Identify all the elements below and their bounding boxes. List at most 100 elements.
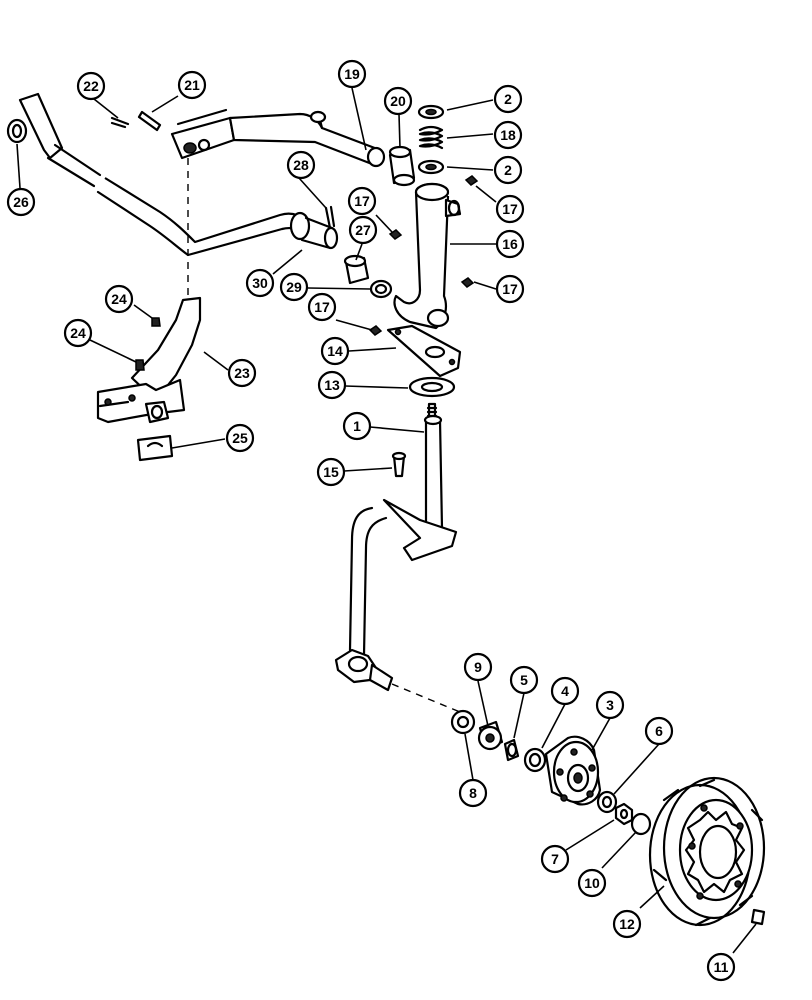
callout-13: 13: [317, 370, 347, 400]
callout-label: 20: [390, 93, 406, 109]
pin-21: [137, 110, 162, 132]
bearing-9: [477, 720, 504, 751]
callout-6: 6: [644, 716, 674, 746]
callout-30: 30: [245, 268, 275, 298]
cone-5: [503, 738, 520, 762]
arm-assembly-26: [18, 92, 339, 257]
callout-26: 26: [6, 187, 36, 217]
bolt-11: [750, 908, 766, 926]
callout-label: 17: [502, 281, 518, 297]
callout-27: 27: [348, 215, 378, 245]
callout-label: 24: [111, 291, 127, 307]
callout-label: 17: [314, 299, 330, 315]
washer-26: [6, 118, 28, 144]
callout-label: 17: [502, 201, 518, 217]
spindle-1: [423, 402, 444, 530]
callout-29: 29: [279, 272, 309, 302]
callout-5: 5: [509, 665, 539, 695]
callout-17d: 17: [307, 292, 337, 322]
callout-label: 25: [232, 430, 248, 446]
nut-7: [614, 802, 634, 826]
callout-label: 5: [520, 672, 528, 688]
grease-fitting-17d: [368, 325, 383, 336]
plate-14: [386, 324, 462, 378]
callout-16: 16: [495, 229, 525, 259]
callout-28: 28: [286, 150, 316, 180]
callout-label: 10: [584, 875, 600, 891]
callout-17b: 17: [495, 194, 525, 224]
callout-22: 22: [76, 71, 106, 101]
seal-29: [369, 279, 393, 299]
callout-label: 24: [70, 325, 86, 341]
callout-label: 2: [504, 91, 512, 107]
callout-19: 19: [337, 59, 367, 89]
callout-label: 27: [355, 222, 371, 238]
grease-fitting-17b: [464, 175, 479, 186]
callout-20: 20: [383, 86, 413, 116]
callout-10: 10: [577, 868, 607, 898]
cotter-pin-22: [110, 116, 130, 129]
leader-lines: [16, 87, 757, 954]
callout-4: 4: [550, 676, 580, 706]
bearing-4: [523, 747, 547, 773]
seal-8: [450, 709, 476, 735]
washer-2-lower: [417, 159, 445, 175]
callout-label: 2: [504, 162, 512, 178]
washer-2-upper: [417, 104, 445, 120]
callout-21: 21: [177, 70, 207, 100]
callout-label: 30: [252, 275, 268, 291]
callout-14: 14: [320, 336, 350, 366]
callout-label: 13: [324, 377, 340, 393]
callout-label: 17: [354, 193, 370, 209]
housing-16: [393, 182, 462, 330]
callout-label: 8: [469, 785, 477, 801]
callout-label: 29: [286, 279, 302, 295]
callout-label: 14: [327, 343, 343, 359]
hub-3: [544, 735, 602, 806]
callout-23: 23: [227, 358, 257, 388]
callout-label: 6: [655, 723, 663, 739]
callout-label: 22: [83, 78, 99, 94]
callout-17c: 17: [495, 274, 525, 304]
callout-24a: 24: [104, 284, 134, 314]
callout-label: 16: [502, 236, 518, 252]
callout-label: 28: [293, 157, 309, 173]
thrust-washer-13: [408, 376, 456, 398]
cap-10: [630, 812, 652, 836]
grease-fitting-17c: [460, 277, 475, 288]
callout-18: 18: [493, 120, 523, 150]
callout-label: 12: [619, 916, 635, 932]
clamp-25: [136, 434, 174, 462]
pin-28: [324, 205, 336, 230]
callout-8: 8: [458, 778, 488, 808]
callout-12: 12: [612, 909, 642, 939]
callout-2-lower: 2: [493, 155, 523, 185]
bushing-20: [388, 145, 416, 187]
callout-label: 21: [184, 77, 200, 93]
callout-label: 1: [353, 418, 361, 434]
callout-7: 7: [540, 844, 570, 874]
callout-label: 15: [323, 464, 339, 480]
callout-label: 19: [344, 66, 360, 82]
bolt-15: [391, 451, 407, 478]
spring-18: [418, 125, 444, 150]
callout-label: 23: [234, 365, 250, 381]
callout-label: 3: [606, 697, 614, 713]
callout-3: 3: [595, 690, 625, 720]
callout-label: 11: [714, 959, 729, 975]
bushing-27: [343, 254, 370, 285]
grease-fitting-17a: [388, 229, 403, 240]
callout-label: 26: [13, 194, 29, 210]
wheel-12: [648, 776, 766, 927]
bolt-24b: [135, 359, 145, 371]
callout-15: 15: [316, 457, 346, 487]
callout-2-upper: 2: [493, 84, 523, 114]
callout-label: 4: [561, 683, 569, 699]
callout-11: 11: [706, 952, 736, 982]
callout-9: 9: [463, 652, 493, 682]
callout-label: 7: [551, 851, 559, 867]
callout-24b: 24: [63, 318, 93, 348]
callout-17a: 17: [347, 186, 377, 216]
bolt-24a: [151, 317, 161, 327]
